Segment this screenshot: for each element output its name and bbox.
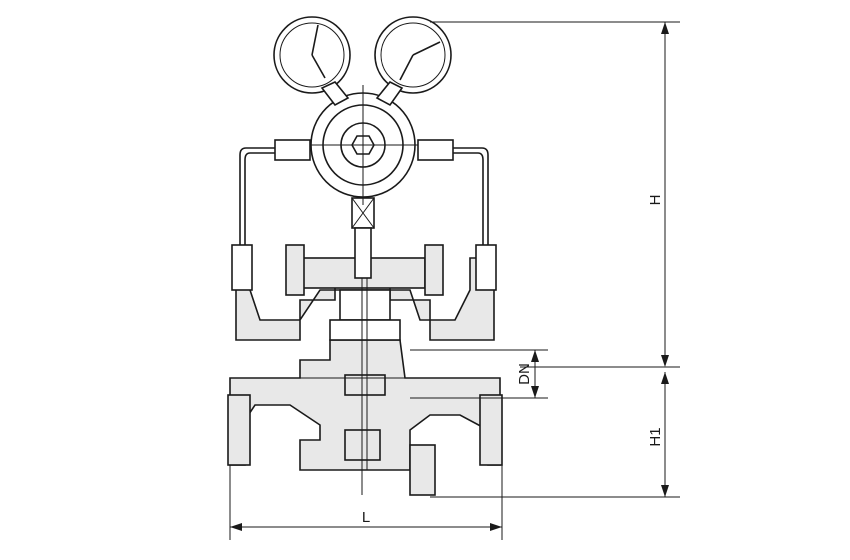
- dimension-lines: [229, 21, 680, 540]
- pressure-gauge-right: [374, 16, 452, 107]
- dimension-label-h: H: [647, 195, 664, 206]
- dimension-label-l: L: [362, 509, 370, 526]
- dimension-label-dn: DN: [516, 363, 533, 385]
- valve-stem: [351, 197, 375, 279]
- pressure-gauge-left: [273, 16, 351, 107]
- control-pipes: [231, 139, 497, 291]
- dimension-label-h1: H1: [647, 427, 664, 446]
- regulator-head: [300, 85, 425, 205]
